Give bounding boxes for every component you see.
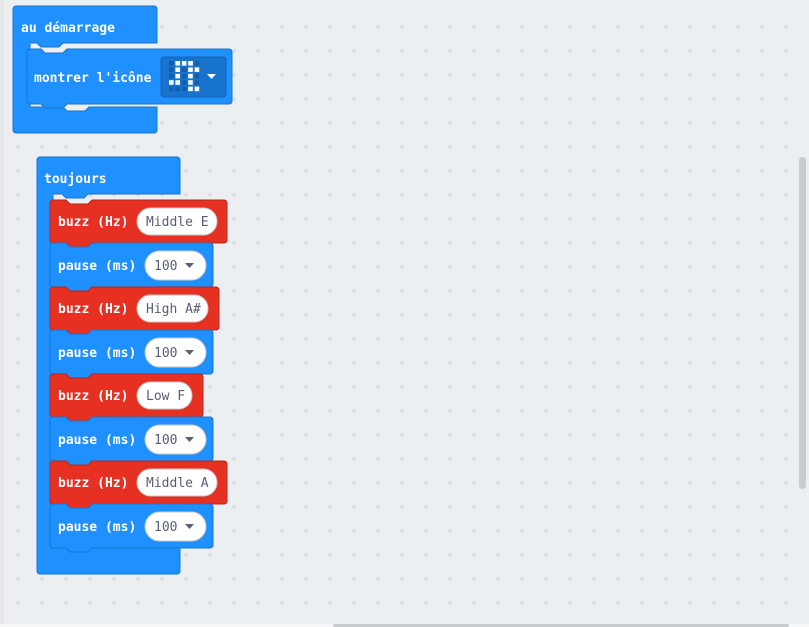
buzz-label: buzz (Hz)	[58, 302, 128, 317]
buzz-block[interactable]: buzz (Hz) High A#	[49, 286, 220, 335]
pause-duration-dropdown[interactable]	[144, 424, 207, 455]
chevron-down-icon	[185, 350, 194, 355]
note-field[interactable]	[136, 294, 209, 323]
workspace-left-edge	[0, 0, 4, 627]
buzz-label: buzz (Hz)	[58, 476, 128, 491]
note-field[interactable]	[136, 207, 218, 236]
buzz-label: buzz (Hz)	[58, 215, 128, 230]
led-off	[194, 61, 200, 66]
show-icon-label: montrer l'icône	[34, 71, 152, 86]
led-on	[188, 67, 193, 72]
led-off	[169, 86, 174, 92]
buzz-block[interactable]: buzz (Hz) Middle E	[49, 199, 228, 248]
led-on	[169, 80, 174, 85]
icon-dropdown[interactable]	[160, 56, 227, 98]
led-off	[181, 86, 187, 92]
led-on	[188, 61, 193, 66]
chevron-down-icon	[207, 74, 216, 79]
pause-duration-dropdown[interactable]	[144, 511, 207, 542]
buzz-block[interactable]: buzz (Hz) Middle A	[49, 460, 228, 509]
note-value: High A#	[146, 302, 201, 317]
pause-label: pause (ms)	[58, 433, 136, 448]
led-on	[175, 80, 180, 85]
led-off	[181, 73, 187, 79]
led-on	[188, 80, 193, 85]
buzz-block[interactable]: buzz (Hz) Low F	[49, 373, 204, 422]
chevron-down-icon	[185, 437, 194, 442]
note-field[interactable]	[136, 381, 193, 410]
vertical-scrollbar[interactable]	[799, 157, 806, 489]
led-off	[169, 67, 174, 72]
led-on	[181, 61, 187, 66]
led-off	[175, 86, 180, 92]
horizontal-scrollbar[interactable]	[333, 624, 789, 627]
chevron-down-icon	[185, 263, 194, 268]
led-off	[181, 67, 187, 72]
pause-duration-dropdown[interactable]	[144, 250, 207, 281]
chevron-down-icon	[185, 524, 194, 529]
led-off	[169, 73, 174, 79]
led-on	[175, 73, 180, 79]
note-value: Middle A	[146, 476, 209, 491]
snake-icon	[169, 61, 200, 92]
pause-value: 100	[154, 433, 177, 448]
pause-label: pause (ms)	[58, 259, 136, 274]
led-on	[175, 61, 180, 66]
forever-label: toujours	[44, 172, 107, 187]
pause-label: pause (ms)	[58, 346, 136, 361]
pause-value: 100	[154, 520, 177, 535]
pause-value: 100	[154, 259, 177, 274]
led-off	[181, 80, 187, 85]
note-value: Low F	[146, 389, 185, 404]
led-on	[175, 67, 180, 72]
show-icon-block[interactable]: montrer l'icône	[26, 48, 233, 109]
pause-block[interactable]: pause (ms) 100	[49, 329, 214, 379]
on-start-block[interactable]: au démarrage	[12, 5, 158, 134]
led-off	[169, 61, 174, 66]
note-value: Middle E	[146, 215, 209, 230]
pause-label: pause (ms)	[58, 520, 136, 535]
pause-block[interactable]: pause (ms) 100	[49, 242, 214, 292]
note-field[interactable]	[136, 468, 218, 497]
pause-duration-dropdown[interactable]	[144, 337, 207, 368]
on-start-label: au démarrage	[21, 21, 115, 36]
pause-block[interactable]: pause (ms) 100	[49, 503, 214, 553]
pause-block[interactable]: pause (ms) 100	[49, 416, 214, 466]
led-on	[188, 73, 193, 79]
led-on	[194, 67, 200, 72]
led-on	[188, 86, 193, 92]
pause-value: 100	[154, 346, 177, 361]
led-off	[194, 73, 200, 79]
buzz-label: buzz (Hz)	[58, 389, 128, 404]
led-on	[194, 86, 200, 92]
led-off	[194, 80, 200, 85]
